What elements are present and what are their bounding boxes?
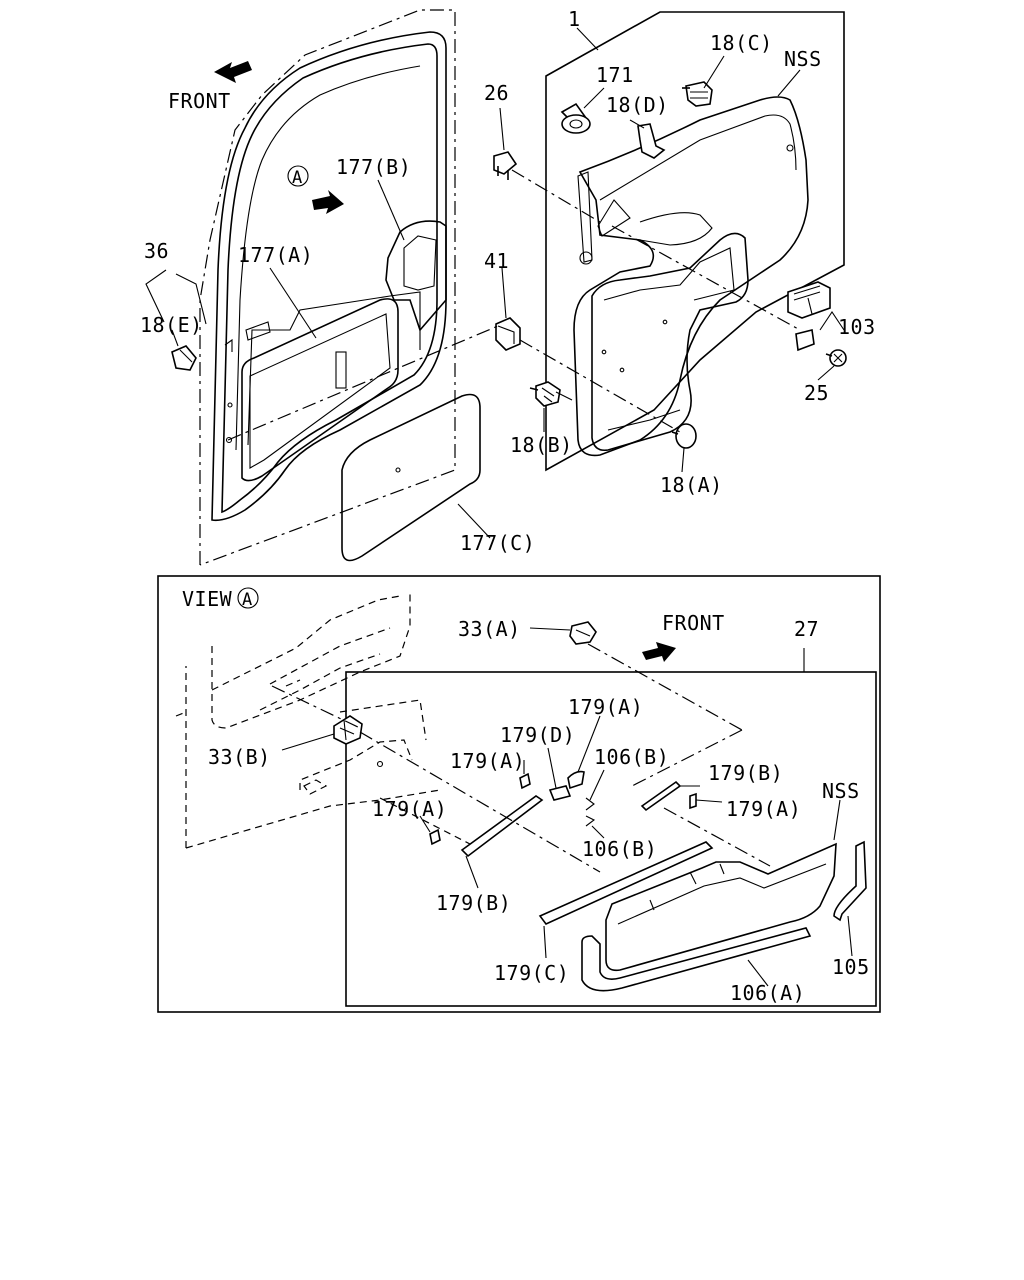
label-18b: 18(B) bbox=[510, 433, 573, 457]
label-179b-1: 179(B) bbox=[708, 761, 783, 785]
label-179b-2: 179(B) bbox=[436, 891, 511, 915]
leader-lines-upper bbox=[145, 27, 845, 539]
label-26: 26 bbox=[484, 81, 509, 105]
label-105: 105 bbox=[832, 955, 870, 979]
part-179a-clip-2 bbox=[519, 772, 531, 790]
label-106a: 106(A) bbox=[730, 981, 805, 1005]
part-18c-clip bbox=[682, 81, 713, 107]
view-a-section: VIEW A bbox=[157, 575, 881, 1013]
label-179c: 179(C) bbox=[494, 961, 569, 985]
leader-lines-view bbox=[271, 627, 853, 987]
label-179a-4: 179(A) bbox=[726, 797, 801, 821]
label-front-view: FRONT bbox=[662, 611, 725, 635]
label-25: 25 bbox=[804, 381, 829, 405]
label-106b-1: 106(B) bbox=[594, 745, 669, 769]
label-179d: 179(D) bbox=[500, 723, 575, 747]
part-41-clip bbox=[495, 317, 521, 351]
label-179a-3: 179(A) bbox=[372, 797, 447, 821]
view-a-marker: A bbox=[287, 165, 344, 214]
part-171-clip bbox=[560, 102, 591, 134]
part-179b-strip-left bbox=[460, 795, 544, 858]
part-106a-seal bbox=[581, 927, 812, 992]
label-36: 36 bbox=[144, 239, 169, 263]
label-33b: 33(B) bbox=[208, 745, 271, 769]
view-a-frame bbox=[157, 575, 881, 1013]
label-1: 1 bbox=[568, 7, 581, 31]
label-nss-bottom: NSS bbox=[822, 779, 860, 803]
label-18e: 18(E) bbox=[140, 313, 203, 337]
label-33a: 33(A) bbox=[458, 617, 521, 641]
label-106b-2: 106(B) bbox=[582, 837, 657, 861]
part-1-boundary bbox=[545, 11, 845, 472]
label-18a: 18(A) bbox=[660, 473, 723, 497]
part-33b-clip bbox=[333, 715, 363, 745]
view-title-circle-label: A bbox=[242, 590, 252, 610]
part-179c-strip bbox=[538, 841, 714, 925]
front-arrow-view bbox=[642, 642, 676, 662]
label-103: 103 bbox=[838, 315, 876, 339]
view-title: VIEW bbox=[182, 587, 233, 611]
part-26-clip bbox=[493, 151, 518, 180]
label-18d: 18(D) bbox=[606, 93, 669, 117]
part-179d-clip bbox=[548, 785, 572, 801]
part-18b-clip bbox=[529, 381, 561, 407]
part-33a-clip bbox=[569, 621, 597, 645]
label-177a: 177(A) bbox=[238, 243, 313, 267]
part-179b-strip-right bbox=[640, 780, 682, 812]
part-18a-clip bbox=[671, 423, 697, 449]
label-nss-top: NSS bbox=[784, 47, 822, 71]
part-105-seal bbox=[833, 840, 867, 922]
label-27: 27 bbox=[794, 617, 819, 641]
view-a-door-panel bbox=[175, 590, 441, 849]
door-trim-panel bbox=[573, 96, 809, 457]
label-179a-1: 179(A) bbox=[568, 695, 643, 719]
upper-assembly: A bbox=[140, 7, 876, 566]
label-front-top: FRONT bbox=[168, 89, 231, 113]
part-27-trim bbox=[605, 842, 837, 972]
label-177b: 177(B) bbox=[336, 155, 411, 179]
part-179a-clip-1 bbox=[429, 828, 441, 846]
door-body bbox=[211, 31, 447, 522]
part-179a-clip-3 bbox=[689, 792, 697, 810]
part-177c-seal-plate bbox=[341, 393, 481, 562]
part-18d-bracket bbox=[637, 123, 666, 159]
label-171: 171 bbox=[596, 63, 634, 87]
label-18c: 18(C) bbox=[710, 31, 773, 55]
part-18e-clip bbox=[171, 345, 197, 371]
door-outer-panel bbox=[199, 9, 456, 566]
label-177c: 177(C) bbox=[460, 531, 535, 555]
label-179a-2: 179(A) bbox=[450, 749, 525, 773]
part-106b-clips bbox=[585, 797, 596, 827]
part-25-screw bbox=[825, 349, 847, 367]
part-179a-clip-4 bbox=[567, 770, 585, 790]
view-a-marker-label: A bbox=[292, 168, 302, 188]
part-27-box bbox=[345, 671, 877, 1007]
label-41: 41 bbox=[484, 249, 509, 273]
part-103-bracket bbox=[787, 281, 831, 352]
front-arrow-top bbox=[214, 61, 252, 83]
